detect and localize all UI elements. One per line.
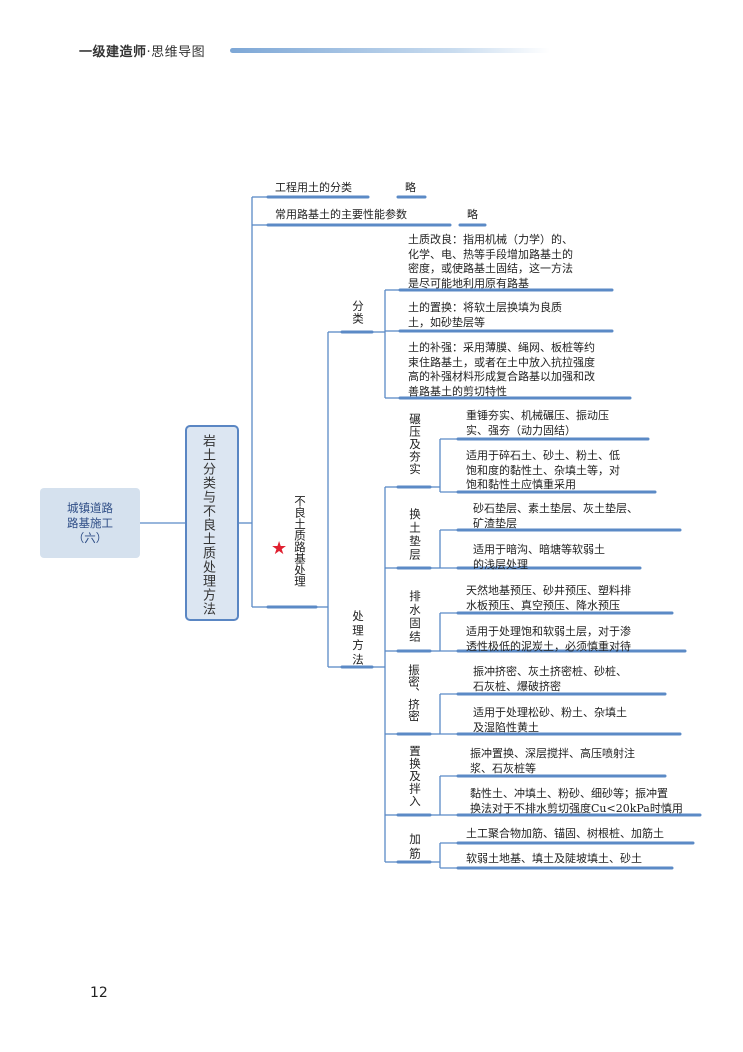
level1-label: 岩土分类与不良土质处理方法 — [200, 434, 215, 616]
method-5-item-2: 黏性土、冲填土、粉砂、细砂等；振冲置 换法对于不排水剪切强度Cu<20kPa时慎… — [470, 787, 683, 815]
cat-item-3: 土的补强：采用薄膜、绳网、板桩等约 束住路基土，或者在土中放入抗拉强度 高的补强… — [408, 341, 595, 398]
cat-item-1: 土质改良：指用机械（力学）的、 化学、电、热等手段增加路基土的 密度，或使路基土… — [408, 233, 573, 290]
star-icon: ★ — [271, 538, 288, 559]
node-bad-soil: 不良土质路基处理 — [293, 495, 307, 587]
method-6-item-2: 软弱土地基、填土及陡坡填土、砂土 — [466, 852, 642, 865]
node-category: 分类 — [351, 300, 365, 325]
node-method: 处理方法 — [351, 610, 365, 668]
method-3-item-2: 适用于处理饱和软弱土层，对于渗 透性极低的泥炭土，必须慎重对待 — [466, 625, 631, 653]
method-5-item-1: 振冲置换、深层搅拌、高压喷射注 浆、石灰桩等 — [470, 747, 635, 775]
method-name-4: 振密、挤密 — [407, 664, 421, 722]
method-2-item-1: 砂石垫层、素土垫层、灰土垫层、 矿渣垫层 — [473, 502, 638, 530]
method-1-item-1: 重锤夯实、机械碾压、振动压 实、强夯（动力固结） — [466, 409, 609, 437]
header-title-bold: 一级建造师 — [79, 45, 147, 60]
method-3-item-1: 天然地基预压、砂井预压、塑料排 水板预压、真空预压、降水预压 — [466, 584, 631, 612]
node-soil-class: 工程用土的分类 — [275, 181, 352, 194]
method-name-6: 加筋 — [408, 833, 422, 862]
level1-node — [185, 425, 239, 621]
page-header: 一级建造师·思维导图 — [79, 41, 205, 60]
page-number: 12 — [90, 985, 108, 1001]
method-1-item-2: 适用于碎石土、砂土、粉土、低 饱和度的黏性土、杂填土等，对 饱和黏性土应慎重采用 — [466, 449, 620, 491]
method-6-item-1: 土工聚合物加筋、锚固、树根桩、加筋土 — [466, 827, 664, 840]
root-node: 城镇道路 路基施工 （六） — [40, 488, 140, 558]
method-name-3: 排水固结 — [408, 590, 422, 644]
method-4-item-2: 适用于处理松砂、粉土、杂填土 及湿陷性黄土 — [473, 706, 627, 734]
header-title-rest: ·思维导图 — [146, 45, 206, 60]
note-soil-class: 略 — [405, 181, 416, 194]
method-name-5: 置换及拌入 — [408, 745, 422, 808]
method-name-2: 换土垫层 — [408, 508, 422, 562]
method-name-1: 碾压及夯实 — [408, 413, 422, 476]
note-soil-props: 略 — [467, 208, 478, 221]
root-label: 城镇道路 路基施工 （六） — [67, 500, 113, 545]
cat-item-2: 土的置换：将软土层换填为良质 土，如砂垫层等 — [408, 301, 562, 329]
node-soil-props: 常用路基土的主要性能参数 — [275, 208, 407, 221]
header-rule — [230, 48, 550, 53]
method-4-item-1: 振冲挤密、灰土挤密桩、砂桩、 石灰桩、爆破挤密 — [473, 665, 627, 693]
method-2-item-2: 适用于暗沟、暗塘等软弱土 的浅层处理 — [473, 543, 605, 571]
